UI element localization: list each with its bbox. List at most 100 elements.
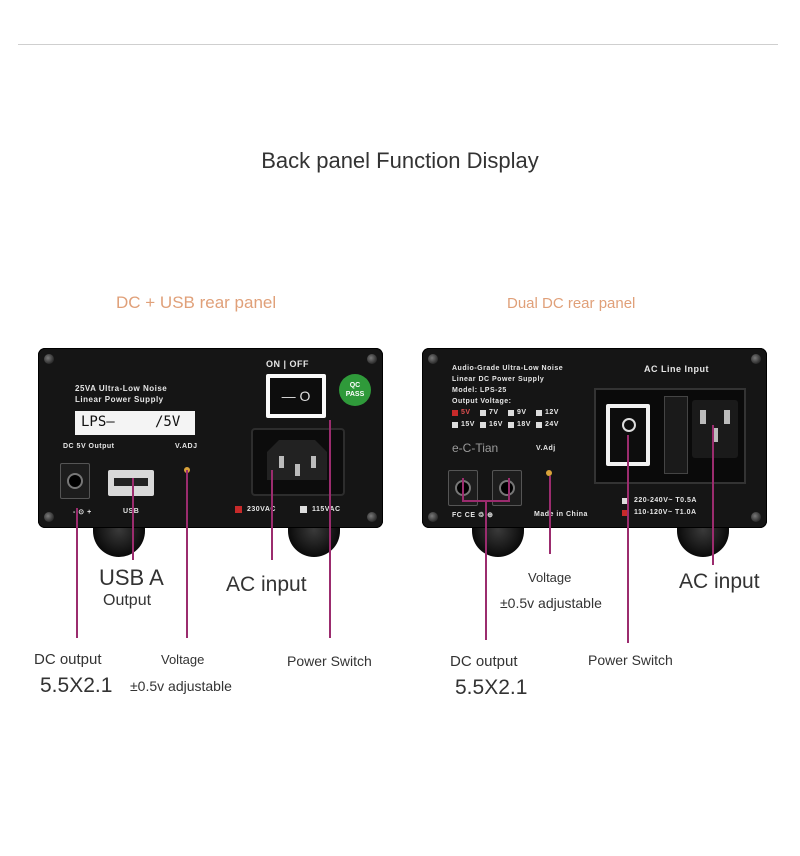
voltage-option: 9V [517,409,527,416]
voltage-checkbox [508,422,514,428]
voltage-230-label: 230VAC [247,506,276,513]
left-voltage-callout: Voltage [161,652,205,667]
rating-line-2: 110-120V~ T1.0A [634,509,697,516]
voltage-115-label: 115VAC [312,506,341,513]
dual-dc-bracket-right [508,478,510,502]
voltage-checkbox [536,422,542,428]
screw [751,354,761,364]
voltage-checkbox [452,422,458,428]
voltage-checkbox [480,422,486,428]
right-vadj-label: V.Adj [536,445,556,452]
right-line-3: Model: LPS-25 [452,387,507,394]
ac-pin [712,428,718,442]
lcd-display: LPS— /5V [75,411,195,435]
dual-dc-bracket-left [462,478,464,502]
voltage-callout-line [186,470,188,638]
voltage-checkbox [452,410,458,416]
right-voltage-callout-line [549,476,551,554]
voltage-option: 5V [461,409,471,416]
switch-off-mark [622,418,636,432]
right-power-switch-callout: Power Switch [588,652,673,668]
right-dc-output-callout-line [485,500,487,640]
power-switch-callout-line [329,420,331,638]
screw [44,354,54,364]
ac-pin [295,464,300,476]
right-device: Audio-Grade Ultra-Low Noise Linear DC Po… [422,348,767,557]
usb-label: USB [123,508,139,515]
left-foot-1 [93,523,145,557]
voltage-checkbox [508,410,514,416]
left-panel-heading: DC + USB rear panel [116,293,277,312]
power-switch: — O [266,374,326,418]
right-ac-input-callout: AC input [679,570,760,593]
rating-line-1: 220-240V~ T0.5A [634,497,697,504]
qc-pass-badge: QC PASS [339,374,371,406]
power-switch-rocker: — O [270,378,322,414]
left-device: 25VA Ultra-Low Noise Linear Power Supply… [38,348,383,557]
vadj-label: V.ADJ [175,443,198,450]
right-line-2: Linear DC Power Supply [452,376,545,383]
voltage-option: 18V [517,421,531,428]
right-foot-2 [677,523,729,557]
right-panel-heading: Dual DC rear panel [507,295,636,312]
115v-indicator [300,506,307,513]
left-power-switch-callout: Power Switch [287,653,372,669]
lcd-right-text: /5V [155,414,181,430]
voltage-option: 24V [545,421,559,428]
right-foot-1 [472,523,524,557]
usb-a-callout: USB A [99,565,164,590]
voltage-option: 12V [545,409,559,416]
dc-output-callout-line [76,508,78,638]
jack-hole [67,473,83,489]
ac-pin [311,456,316,468]
right-line-4: Output Voltage: [452,398,512,405]
model-line-1: 25VA Ultra-Low Noise [75,384,168,393]
voltage-checkbox [536,410,542,416]
usb-output-callout: Output [103,592,152,609]
jack-hole [499,480,515,496]
right-dc-output-callout: DC output [450,653,518,670]
certification-marks: FC CE ♲ ⊕ [452,512,494,519]
dc-output-jack [60,463,90,499]
ac-pin [279,456,284,468]
top-divider [18,44,778,45]
right-voltage-callout: Voltage [528,570,572,585]
voltage-option: 15V [461,421,475,428]
usb-callout-line [132,478,134,560]
screw [367,512,377,522]
usb-port [108,470,154,496]
screw [44,512,54,522]
screw [428,512,438,522]
ac-pin [700,410,706,424]
fuse-drawer [664,396,688,474]
screw [428,354,438,364]
right-dc-size-callout: 5.5X2.1 [455,676,528,699]
right-vadj-trimmer [546,470,552,476]
right-ac-inlet [692,400,738,458]
right-voltage-adj-callout: ±0.5v adjustable [500,595,602,611]
left-ac-input-callout: AC input [226,573,307,596]
screw [751,512,761,522]
left-voltage-adj-callout: ±0.5v adjustable [130,678,232,694]
230v-indicator [235,506,242,513]
right-rear-panel: Audio-Grade Ultra-Low Noise Linear DC Po… [422,348,767,528]
brand-watermark: e-C-Tian [452,441,499,455]
page-title: Back panel Function Display [261,148,539,173]
dc-output-label: DC 5V Output [63,443,115,450]
voltage-option: 16V [489,421,503,428]
left-foot-2 [288,523,340,557]
voltage-checkbox [480,410,486,416]
usb-slot [114,478,148,486]
ac-input-callout-line [271,470,273,560]
on-off-label: ON | OFF [266,359,310,369]
left-dc-size-callout: 5.5X2.1 [40,674,113,697]
ac-pin [724,410,730,424]
rating-110-indicator [622,510,628,516]
right-ac-input-callout-line [712,425,714,565]
ac-module [594,388,746,484]
left-rear-panel: 25VA Ultra-Low Noise Linear Power Supply… [38,348,383,528]
right-line-1: Audio-Grade Ultra-Low Noise [452,365,564,372]
ac-line-input-label: AC Line Input [644,364,709,374]
model-line-2: Linear Power Supply [75,395,164,404]
made-in-label: Made in China [534,511,588,518]
